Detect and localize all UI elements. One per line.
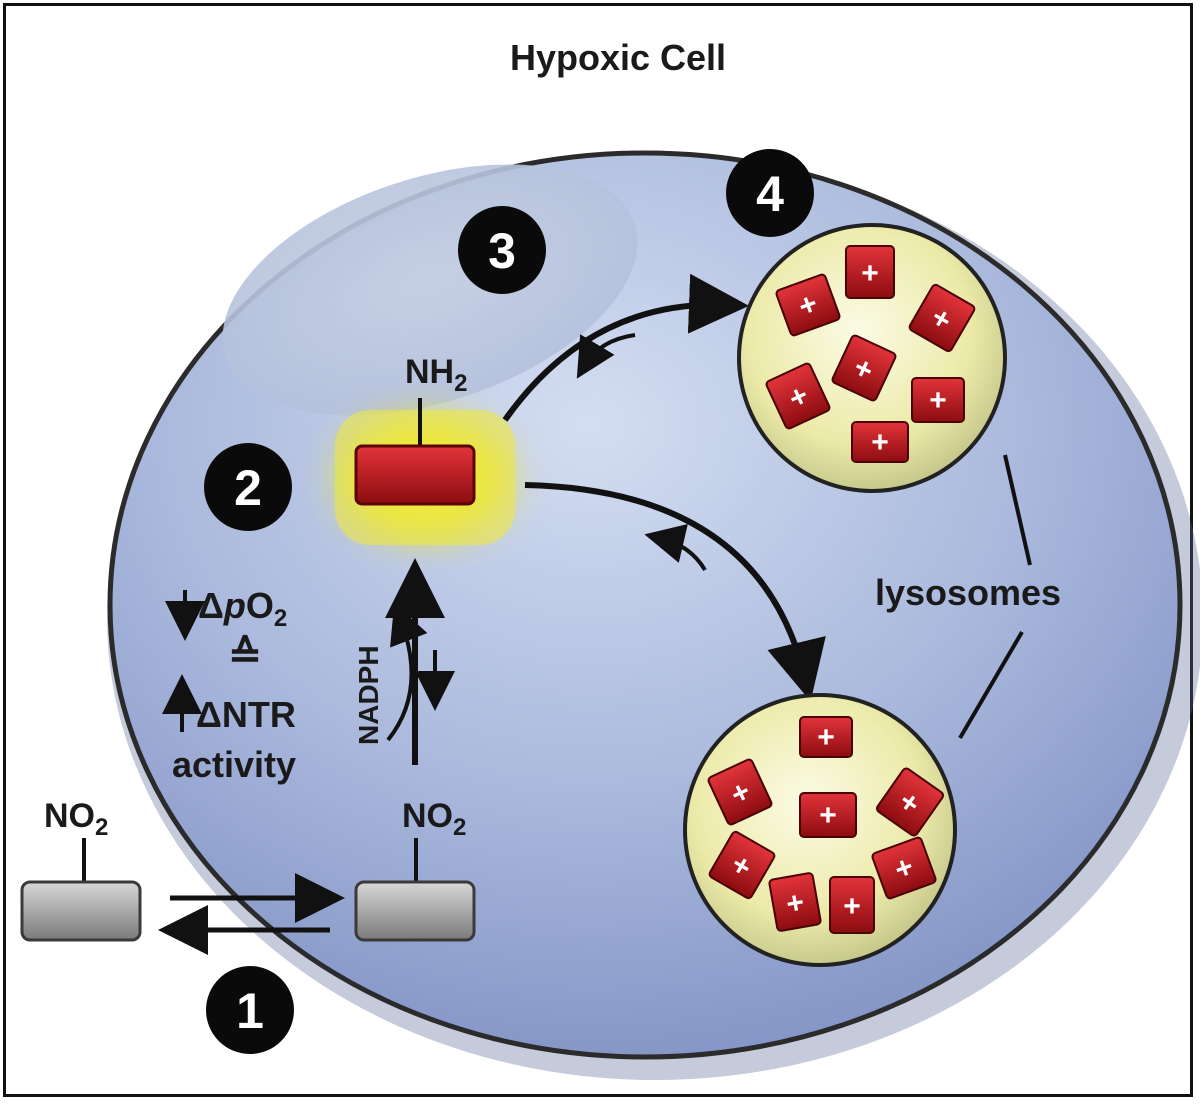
back-arrow-upper xyxy=(576,333,636,379)
nadph-label: NADPH xyxy=(353,645,384,745)
svg-text:+: + xyxy=(843,890,861,923)
svg-text:1: 1 xyxy=(236,983,264,1039)
step-badge-4: 4 xyxy=(726,149,814,237)
lysosome-lower-compounds: + + + + + + + + xyxy=(707,716,945,934)
svg-text:+: + xyxy=(817,721,835,754)
svg-text:3: 3 xyxy=(488,223,516,279)
step-badge-1: 1 xyxy=(206,966,294,1054)
lysosome-upper-compounds: + + + + + + + xyxy=(765,245,976,463)
activated-compound xyxy=(354,444,476,506)
nadph-curve-arrow xyxy=(386,603,428,742)
svg-text:+: + xyxy=(819,799,837,832)
step-badge-2: 2 xyxy=(204,443,292,531)
svg-text:+: + xyxy=(784,886,807,922)
svg-text:+: + xyxy=(929,384,947,417)
svg-text:+: + xyxy=(871,426,889,459)
lysosomes-label: lysosomes xyxy=(875,572,1061,613)
arrow-to-upper-lysosome xyxy=(502,273,749,422)
svg-text:4: 4 xyxy=(756,166,784,222)
nitro-compound-inside xyxy=(354,880,476,942)
svg-text:+: + xyxy=(861,257,879,290)
ntr-label: ΔNTR xyxy=(196,694,296,735)
lysosomes-leader-upper xyxy=(1003,454,1032,566)
no2-inside-label: NO2 xyxy=(402,797,466,841)
activity-label: activity xyxy=(172,744,296,785)
step-badge-3: 3 xyxy=(458,206,546,294)
lysosomes-leader-lower xyxy=(958,630,1024,740)
diagram-title: Hypoxic Cell xyxy=(510,37,726,78)
back-arrow-lower xyxy=(644,523,707,572)
nh2-label: NH2 xyxy=(405,353,467,397)
arrow-to-lower-lysosome xyxy=(524,482,826,702)
equivalence-symbol: ≙ xyxy=(228,633,262,677)
no2-outside-label: NO2 xyxy=(44,797,108,841)
po2-label: ΔpO2 xyxy=(198,585,287,632)
nitro-compound-outside xyxy=(20,880,142,942)
svg-text:2: 2 xyxy=(234,460,262,516)
